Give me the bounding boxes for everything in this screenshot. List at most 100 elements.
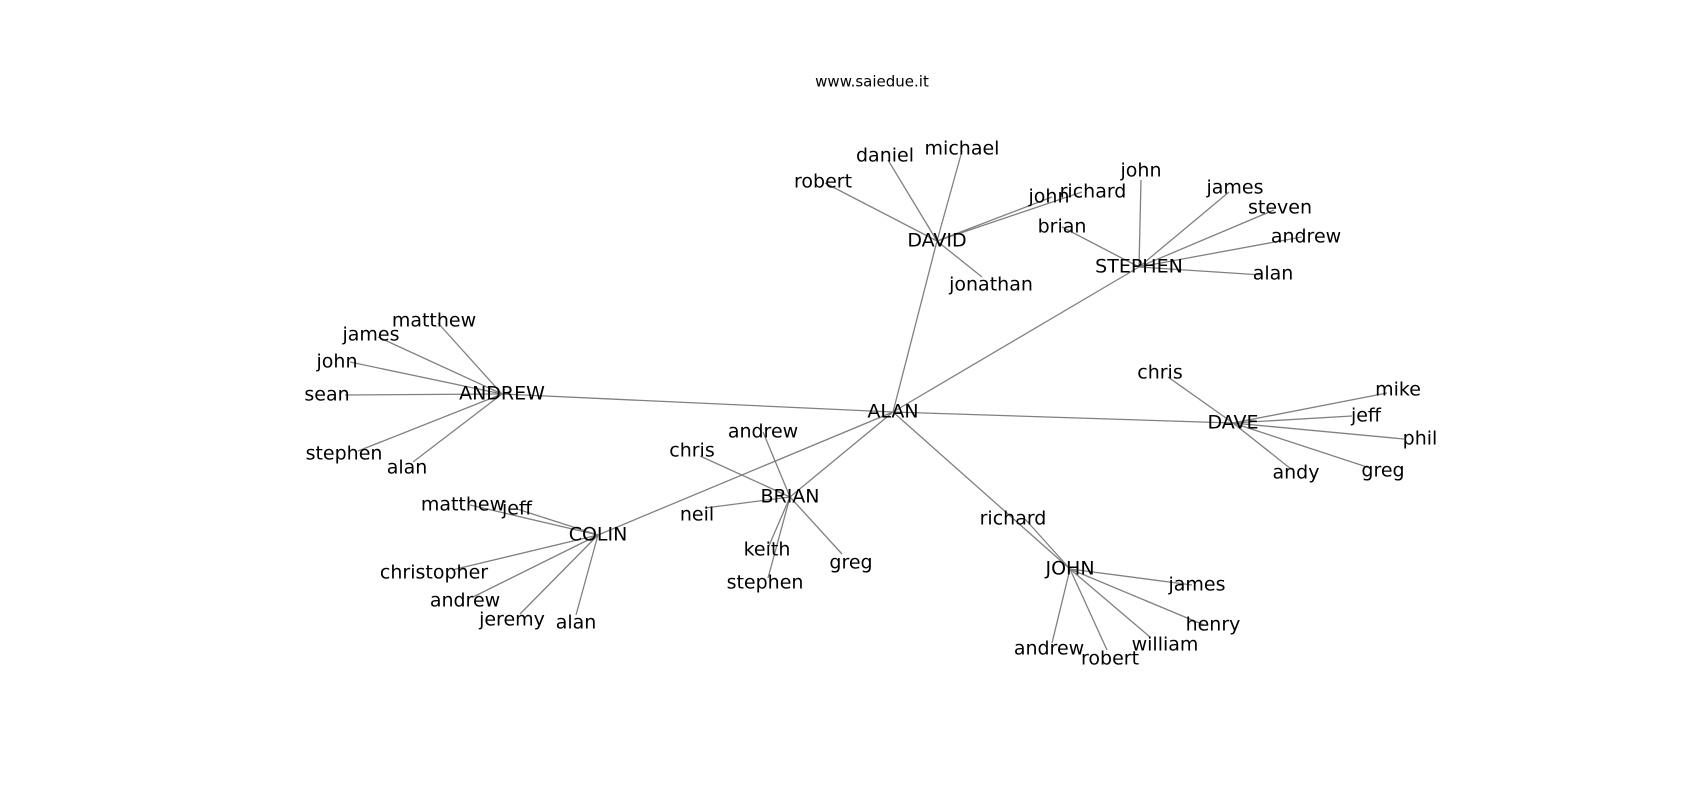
- leaf-node-dave-andy: andy: [1273, 462, 1320, 484]
- edge-colin-andrew: [472, 534, 599, 598]
- leaf-node-david-michael: michael: [925, 138, 1000, 160]
- leaf-node-dave-greg: greg: [1361, 460, 1404, 482]
- edge-brian-stephen: [767, 496, 791, 579]
- leaf-node-john-james: james: [1167, 574, 1225, 596]
- edge-alan-john: [892, 411, 1071, 570]
- leaf-node-brian-andrew: andrew: [728, 421, 798, 443]
- edge-brian-greg: [789, 496, 843, 555]
- edge-john-richard: [1024, 518, 1071, 570]
- leaf-node-colin-matthew: matthew: [421, 494, 505, 516]
- edge-david-richard: [936, 191, 1083, 242]
- edge-colin-matthew: [469, 504, 599, 536]
- leaf-node-colin-christopher: christopher: [380, 562, 488, 584]
- leaf-node-andrew-alan: alan: [387, 457, 428, 479]
- edge-andrew-john: [349, 361, 503, 395]
- edge-andrew-alan: [412, 393, 503, 463]
- leaf-node-dave-jeff: jeff: [1350, 405, 1382, 427]
- leaf-node-brian-neil: neil: [680, 504, 714, 526]
- leaf-node-john-robert: robert: [1081, 648, 1139, 670]
- leaf-node-john-william: william: [1132, 634, 1199, 656]
- leaf-node-david-richard: richard: [1060, 181, 1127, 203]
- leaf-node-andrew-james: james: [341, 324, 399, 346]
- leaf-node-stephen-andrew: andrew: [1271, 226, 1341, 248]
- edge-andrew-sean: [344, 393, 503, 396]
- leaf-node-david-robert: robert: [794, 171, 852, 193]
- edge-david-daniel: [887, 159, 938, 242]
- edge-brian-neil: [704, 496, 791, 509]
- leaf-node-andrew-sean: sean: [304, 384, 349, 406]
- edge-alan-brian: [789, 411, 894, 498]
- leaf-node-colin-alan: alan: [556, 612, 597, 634]
- edge-alan-stephen: [892, 266, 1140, 413]
- edge-colin-jeremy: [519, 534, 599, 615]
- leaf-node-david-daniel: daniel: [856, 145, 914, 167]
- edge-alan-andrew: [501, 393, 894, 413]
- edge-alan-david: [892, 240, 938, 413]
- edge-dave-jeff: [1232, 415, 1353, 424]
- edge-john-robert: [1069, 568, 1108, 651]
- leaf-node-stephen-brian: brian: [1038, 216, 1087, 238]
- edge-david-jonathan: [936, 240, 983, 278]
- leaf-node-brian-keith: keith: [744, 539, 791, 561]
- edge-john-henry: [1069, 568, 1205, 626]
- edge-dave-mike: [1232, 392, 1388, 424]
- edge-brian-keith: [767, 496, 791, 549]
- leaf-node-colin-jeremy: jeremy: [478, 609, 545, 631]
- site-caption: www.saiedue.it: [815, 73, 929, 91]
- hub-node-stephen: STEPHEN: [1095, 256, 1183, 278]
- edge-david-michael: [936, 150, 963, 242]
- leaf-node-brian-chris: chris: [669, 440, 714, 462]
- leaf-node-brian-stephen: stephen: [727, 572, 804, 594]
- edge-andrew-stephen: [357, 393, 503, 452]
- edge-stephen-james: [1138, 191, 1230, 268]
- edge-andrew-james: [377, 336, 503, 395]
- edge-alan-colin: [597, 411, 894, 536]
- edge-brian-chris: [699, 455, 791, 498]
- hub-node-colin: COLIN: [569, 524, 628, 546]
- edge-alan-dave: [892, 411, 1234, 424]
- edge-dave-andy: [1232, 422, 1292, 470]
- edge-david-robert: [824, 182, 938, 242]
- leaf-node-stephen-alan: alan: [1253, 263, 1294, 285]
- leaf-node-andrew-john: john: [316, 351, 358, 373]
- hub-node-alan: ALAN: [867, 401, 918, 423]
- edge-layer: [344, 150, 1405, 651]
- leaf-node-john-henry: henry: [1186, 614, 1241, 636]
- hub-node-dave: DAVE: [1207, 412, 1258, 434]
- leaf-node-colin-andrew: andrew: [430, 590, 500, 612]
- edge-brian-andrew: [762, 431, 791, 498]
- leaf-node-dave-chris: chris: [1137, 362, 1182, 384]
- leaf-node-brian-greg: greg: [829, 552, 872, 574]
- edge-stephen-steven: [1138, 209, 1275, 268]
- edge-john-andrew: [1051, 568, 1071, 644]
- hub-node-john: JOHN: [1044, 558, 1094, 580]
- edge-colin-jeff: [516, 508, 599, 536]
- edge-colin-alan: [575, 534, 599, 616]
- node-label-layer: ALAN DAVID STEPHEN ANDREW DAVE BRIAN COLIN JOHN…: [304, 138, 1437, 670]
- edge-andrew-matthew: [437, 322, 503, 395]
- edge-stephen-brian: [1061, 226, 1140, 268]
- leaf-node-andrew-stephen: stephen: [306, 443, 383, 465]
- hub-node-david: DAVID: [907, 230, 966, 252]
- edge-dave-greg: [1232, 422, 1371, 469]
- leaf-node-dave-mike: mike: [1375, 379, 1421, 401]
- leaf-node-stephen-steven: steven: [1248, 197, 1312, 219]
- edge-stephen-alan: [1138, 266, 1263, 276]
- hub-node-brian: BRIAN: [760, 486, 819, 508]
- leaf-node-colin-jeff: jeff: [501, 498, 533, 520]
- edge-colin-christopher: [451, 534, 599, 571]
- hub-node-andrew: ANDREW: [459, 383, 545, 405]
- edge-dave-phil: [1232, 422, 1405, 440]
- edge-stephen-andrew: [1138, 236, 1303, 268]
- leaf-node-david-jonathan: jonathan: [948, 274, 1033, 296]
- edge-stephen-john: [1138, 179, 1142, 268]
- leaf-node-john-richard: richard: [980, 508, 1047, 530]
- leaf-node-andrew-matthew: matthew: [392, 310, 476, 332]
- leaf-node-stephen-james: james: [1205, 177, 1263, 199]
- edge-john-james: [1069, 568, 1193, 586]
- leaf-node-stephen-john: john: [1120, 160, 1162, 182]
- edge-dave-chris: [1167, 376, 1234, 424]
- leaf-node-david-john: john: [1028, 186, 1070, 208]
- leaf-node-dave-phil: phil: [1403, 428, 1438, 450]
